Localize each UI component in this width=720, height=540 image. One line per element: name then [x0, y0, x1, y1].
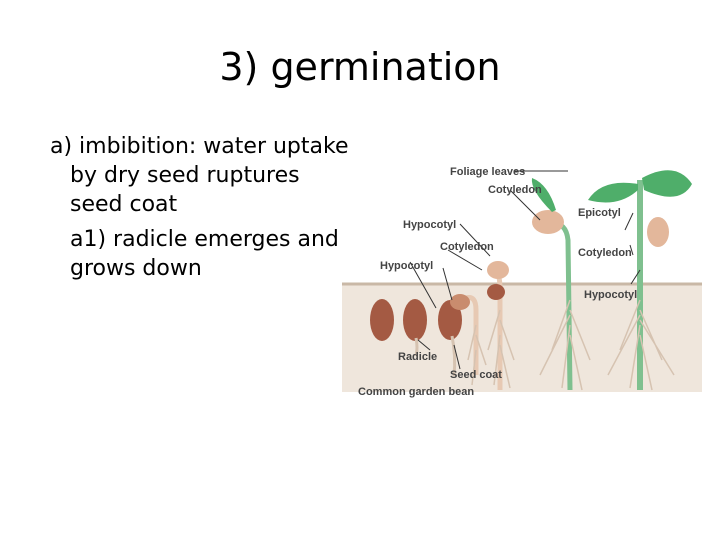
cotyledon-stage-5 [487, 261, 509, 279]
seed-stage-4 [450, 294, 470, 310]
diagram-caption: Common garden bean [358, 386, 474, 398]
radicle-stage-3 [450, 335, 457, 377]
germination-diagram: Foliage leaves Cotyledon Hypocotyl Cotyl… [340, 160, 702, 400]
germination-illustration: Foliage leaves Cotyledon Hypocotyl Cotyl… [342, 166, 702, 398]
leaves-stage-6 [531, 178, 556, 212]
roots-stage-6 [539, 299, 591, 391]
slide-title: 3) germination [219, 45, 501, 89]
label-radicle: Radicle [398, 351, 437, 363]
label-epicotyl: Epicotyl [578, 207, 621, 219]
seed-stage-1 [370, 299, 394, 341]
cotyledon-stage-6 [532, 210, 564, 234]
seed-coat-stage-5 [487, 284, 505, 300]
label-hypocotyl-right: Hypocotyl [584, 289, 637, 301]
roots-stage-4 [467, 324, 487, 386]
leaf-right-stage-7 [642, 170, 692, 197]
roots-stage-7 [607, 299, 675, 391]
seed-stage-3 [438, 300, 462, 340]
label-cotyledon-top: Cotyledon [488, 184, 542, 196]
label-cotyledon-mid: Cotyledon [440, 241, 494, 253]
soil [342, 284, 702, 392]
bullet-imbibition: a) imbibition: water uptake by dry seed … [50, 134, 349, 217]
leader-lines [409, 170, 641, 370]
label-foliage-leaves: Foliage leaves [450, 166, 525, 178]
roots-stage-5 [487, 309, 515, 389]
cotyledon-stage-7 [647, 217, 669, 247]
bullet-list: a) imbibition: water uptake by dry seed … [50, 132, 350, 283]
radicle-stage-2 [414, 337, 419, 357]
label-hypocotyl-upper: Hypocotyl [403, 219, 456, 231]
sub-bullet-radicle: a1) radicle emerges and grows down [70, 227, 339, 281]
label-seed-coat: Seed coat [450, 369, 502, 381]
label-hypocotyl-left: Hypocotyl [380, 260, 433, 272]
label-cotyledon-right: Cotyledon [578, 247, 632, 259]
seed-stage-2 [403, 299, 427, 341]
leaf-left-stage-7 [588, 182, 638, 203]
